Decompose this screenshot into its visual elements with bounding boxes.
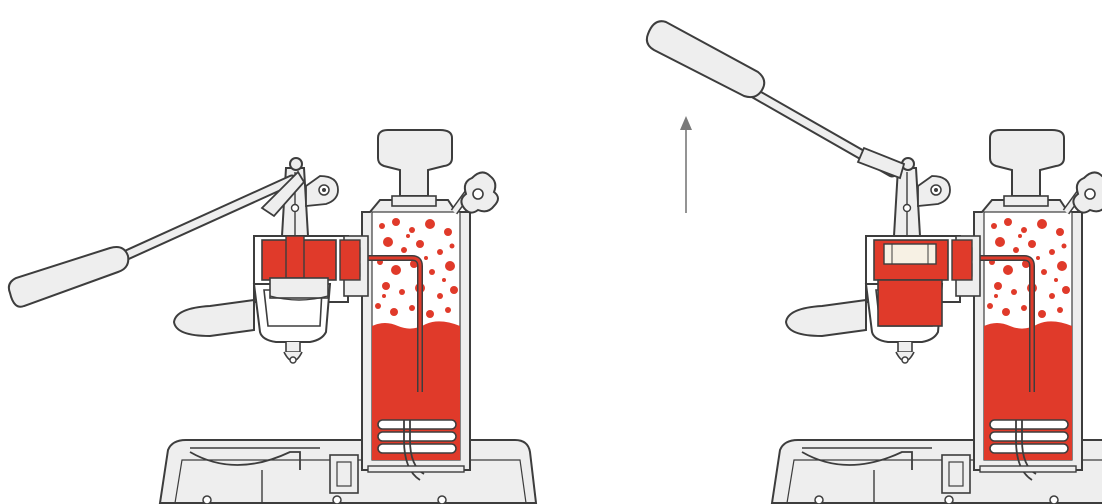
machine-lever-down [9,130,536,504]
machine-lever-up [647,21,1102,504]
group-chamber-empty [874,240,948,326]
up-arrow-icon [680,116,692,213]
group-chamber-filled [262,236,336,300]
